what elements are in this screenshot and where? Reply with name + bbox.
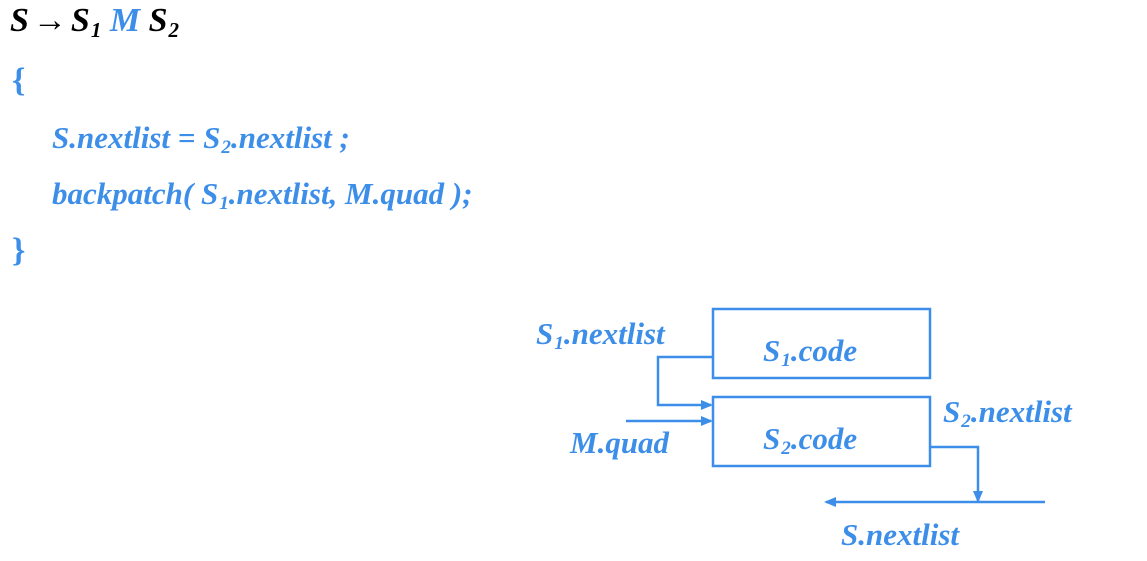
s1-nextlist-sub: 1 (554, 333, 564, 355)
code-line-1-part-2: .nextlist ; (231, 120, 350, 155)
s1-code-label: S1.code (763, 335, 857, 371)
code-line-2-part-1: backpatch( S (52, 176, 219, 211)
s2-code-box (711, 395, 932, 468)
production-marker: M (109, 2, 141, 39)
s2-code-sub: 2 (781, 438, 791, 460)
s1-nextlist-connector (656, 355, 713, 410)
code-line-2-sub: 1 (219, 193, 229, 215)
production-rule: S→S1 M S2 (10, 4, 179, 41)
production-s2-sub: 2 (168, 17, 180, 42)
s2-code-base: S (763, 421, 781, 456)
production-arrow: → (32, 2, 67, 39)
s2-nextlist-rest: .nextlist (970, 394, 1072, 429)
close-brace: } (12, 232, 26, 269)
code-line-1-part-1: S.nextlist = S (52, 120, 221, 155)
production-lhs: S (10, 2, 29, 39)
m-quad-label: M.quad (570, 425, 670, 460)
production-s1: S (70, 2, 90, 39)
s2-nextlist-base: S (943, 394, 961, 429)
s2-code-rest: .code (790, 421, 858, 456)
s1-code-sub: 1 (781, 350, 791, 372)
s1-nextlist-base: S (536, 316, 554, 351)
code-line-2: backpatch( S1.nextlist, M.quad ); (52, 178, 473, 214)
s2-nextlist-connector (930, 445, 983, 503)
production-s1-sub: 1 (90, 17, 102, 42)
s2-nextlist-sub: 2 (961, 411, 971, 433)
s2-code-label: S2.code (763, 423, 857, 459)
s-nextlist-label: S.nextlist (841, 517, 960, 552)
production-s2: S (148, 2, 168, 39)
s1-code-base: S (763, 333, 781, 368)
code-line-1-sub: 2 (221, 137, 232, 159)
code-line-1: S.nextlist = S2.nextlist ; (52, 122, 350, 158)
s1-nextlist-rest: .nextlist (563, 316, 665, 351)
s1-code-rest: .code (790, 333, 858, 368)
code-line-2-part-2: .nextlist, M.quad ); (228, 176, 473, 211)
s1-code-box (711, 307, 932, 380)
s2-nextlist-label: S2.nextlist (943, 396, 1072, 432)
s1-nextlist-label: S1.nextlist (536, 318, 665, 354)
open-brace: { (12, 62, 26, 99)
